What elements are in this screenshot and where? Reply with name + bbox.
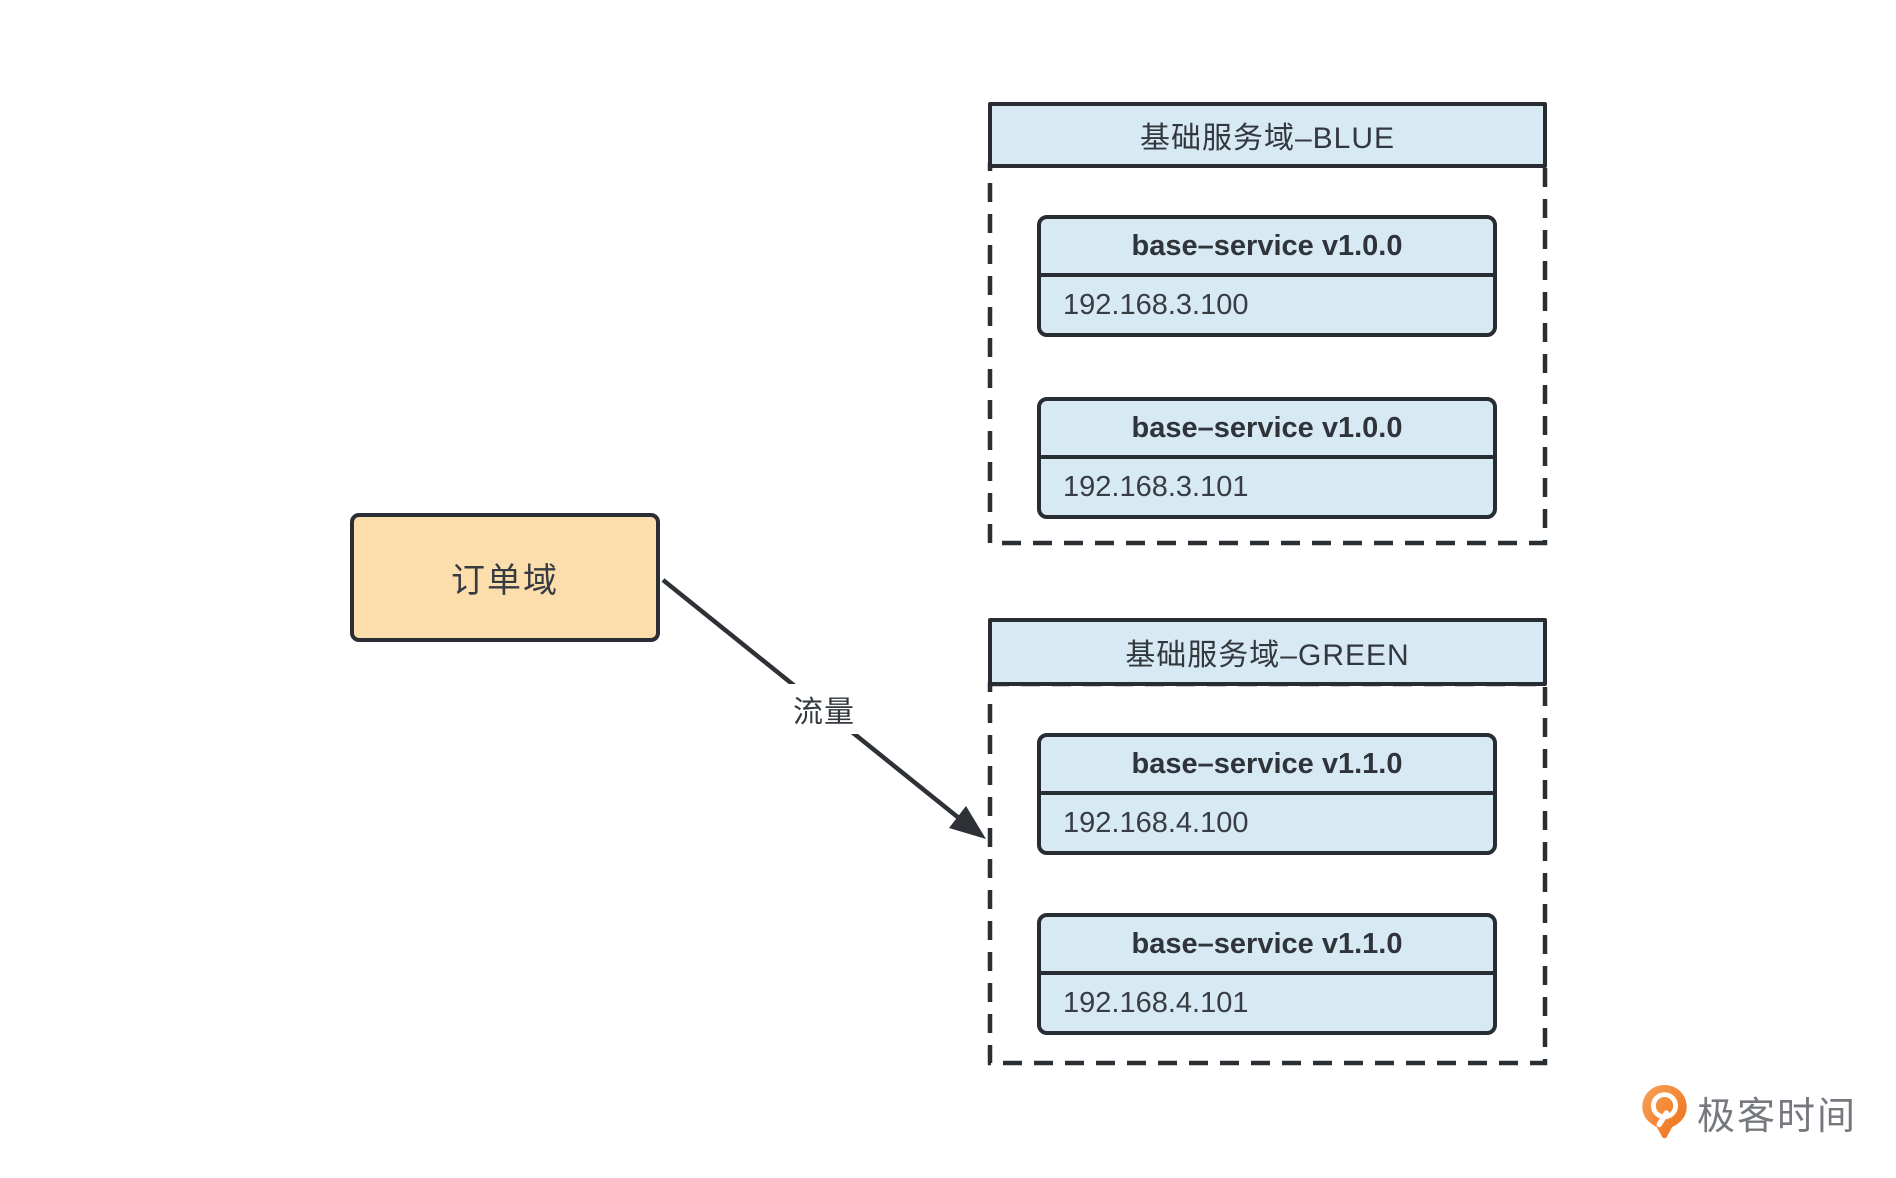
blue-domain-header: 基础服务域–BLUE [988,102,1547,168]
service-name: base–service v1.0.0 [1041,401,1493,459]
service-node-green-1: base–service v1.1.0 192.168.4.100 [1037,733,1497,855]
service-ip: 192.168.3.100 [1063,288,1249,321]
geektime-watermark: 极客时间 [1641,1084,1857,1140]
service-ip: 192.168.4.100 [1063,806,1249,839]
green-domain-header: 基础服务域–GREEN [988,618,1547,686]
service-ip: 192.168.4.101 [1063,986,1249,1019]
order-domain-label: 订单域 [451,562,559,600]
traffic-arrow-head [949,806,986,839]
service-node-blue-1: base–service v1.0.0 192.168.3.100 [1037,215,1497,337]
service-ip: 192.168.3.101 [1063,470,1249,503]
service-node-blue-2: base–service v1.0.0 192.168.3.101 [1037,397,1497,519]
service-node-green-2: base–service v1.1.0 192.168.4.101 [1037,913,1497,1035]
geektime-logo-icon [1642,1084,1687,1139]
blue-domain-title: 基础服务域–BLUE [1139,122,1396,155]
service-name: base–service v1.1.0 [1041,737,1493,795]
traffic-arrow-label: 流量 [785,684,863,734]
service-name: base–service v1.1.0 [1041,917,1493,975]
green-domain-dashed-border [987,681,1548,1066]
blue-domain-dashed-border [987,162,1548,546]
geektime-logo-text: 极客时间 [1697,1095,1858,1138]
green-domain-title: 基础服务域–GREEN [1125,639,1410,672]
order-domain-node: 订单域 [350,513,660,642]
service-name: base–service v1.0.0 [1041,219,1493,277]
